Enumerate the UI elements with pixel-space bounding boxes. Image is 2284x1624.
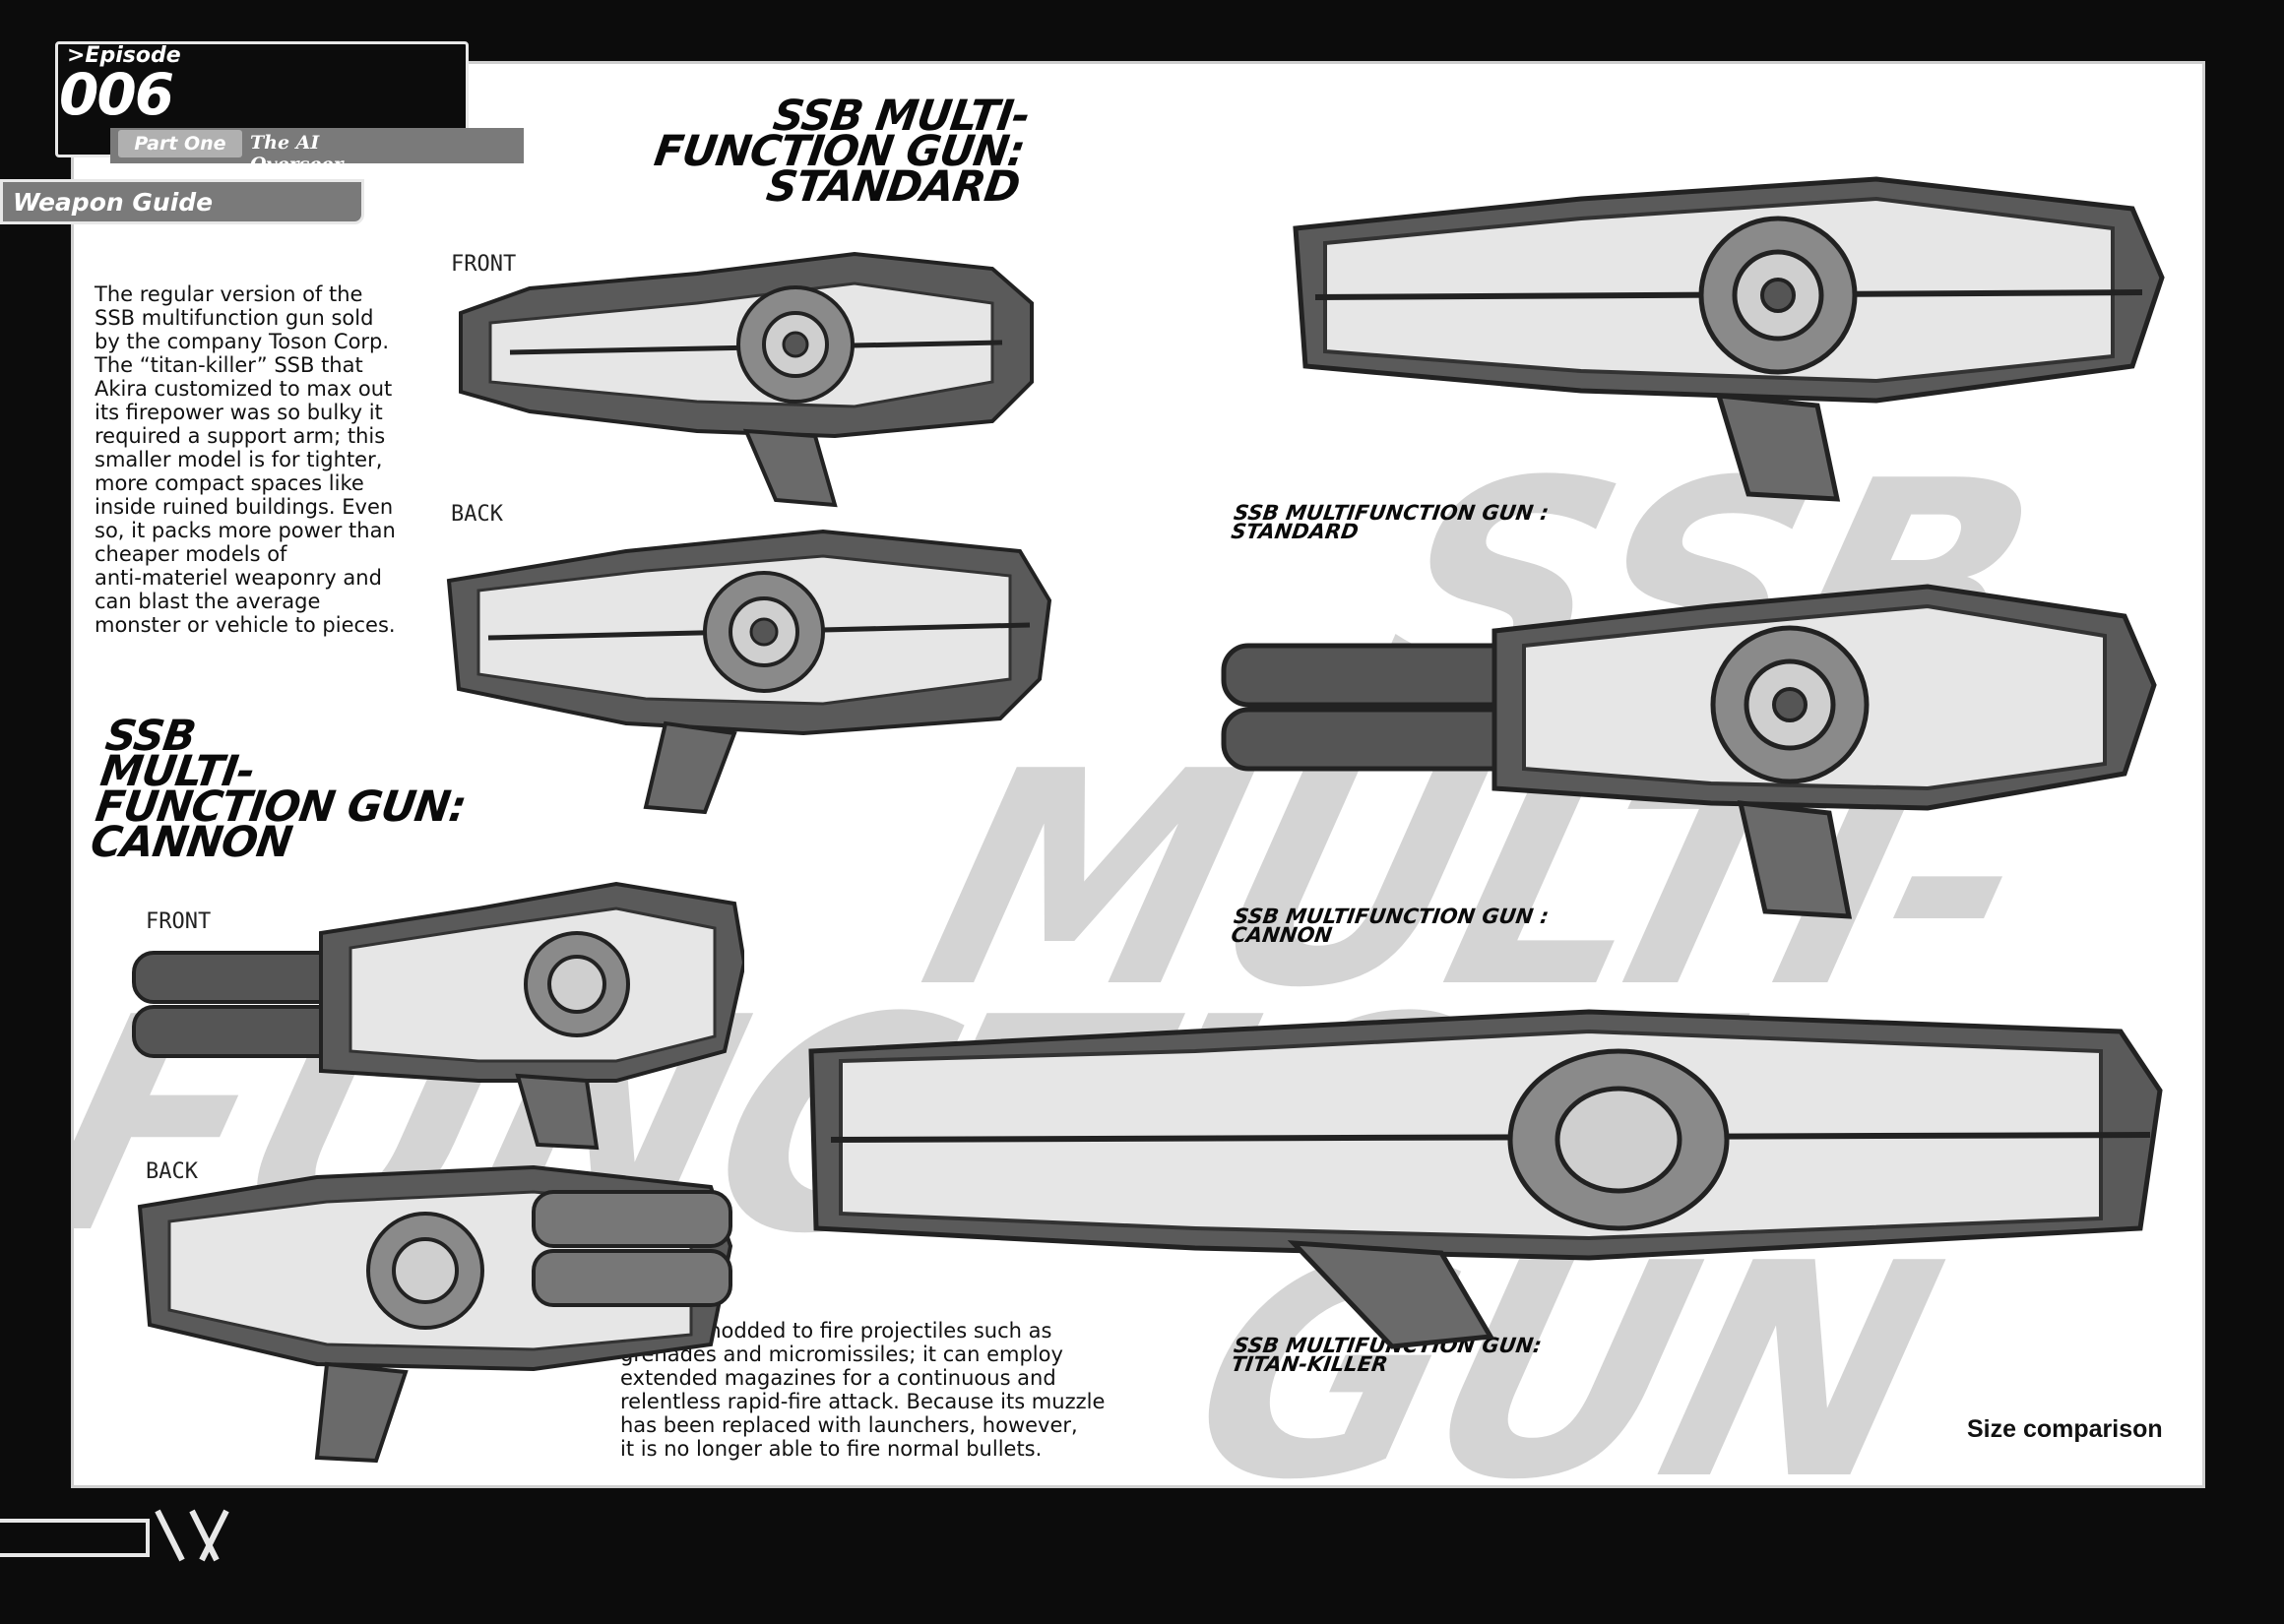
standard-front-label: FRONT (451, 252, 517, 277)
cannon-desc-line: it is no longer able to fire normal bull… (620, 1437, 1043, 1461)
part-title: The AI Overseer (250, 132, 344, 175)
standard-desc-line: monster or vehicle to pieces. (95, 613, 396, 637)
standard-back-label: BACK (451, 502, 503, 527)
weapon-guide-bar: Weapon Guide (0, 179, 364, 224)
episode-number: 006 (59, 61, 174, 128)
standard-desc-line: The regular version of the (95, 282, 363, 306)
standard-desc-line: smaller model is for tighter, (95, 448, 383, 471)
episode-label: >Episode (67, 43, 181, 68)
caption-cannon-line-2: CANNON (1230, 923, 1334, 947)
section-label: Weapon Guide (13, 188, 214, 217)
comparison-titan-killer-gun-image (808, 1009, 2163, 1349)
cannon-back-label: BACK (146, 1159, 198, 1184)
comparison-cannon-gun-image (1221, 584, 2157, 919)
cannon-desc-line: has been replaced with launchers, howeve… (620, 1413, 1078, 1437)
cannon-title: SSB MULTI- FUNCTION GUN: CANNON (88, 712, 477, 867)
standard-title: SSB MULTI- FUNCTION GUN: STANDARD (603, 92, 1032, 212)
standard-desc-line: inside ruined buildings. Even (95, 495, 394, 519)
standard-description: The regular version of the SSB multifunc… (95, 282, 396, 637)
cannon-back-gun-image (137, 1164, 733, 1464)
standard-desc-line: Akira customized to max out (95, 377, 393, 401)
standard-desc-line: its firepower was so bulky it (95, 401, 383, 424)
cannon-front-gun-image (132, 881, 744, 1151)
size-comparison-label: Size comparison (1967, 1415, 2163, 1443)
series-logo-icon (0, 1509, 229, 1562)
standard-desc-line: cheaper models of (95, 542, 287, 566)
caption-standard: SSB MULTIFUNCTION GUN : STANDARD (1230, 501, 1551, 543)
standard-desc-line: by the company Toson Corp. (95, 330, 390, 353)
comparison-standard-gun-image (1293, 176, 2165, 502)
standard-desc-line: The “titan-killer” SSB that (95, 353, 363, 377)
standard-desc-line: more compact spaces like (95, 471, 364, 495)
standard-desc-line: SSB multifunction gun sold (95, 306, 374, 330)
standard-desc-line: so, it packs more power than (95, 519, 396, 542)
cannon-front-label: FRONT (146, 909, 212, 934)
caption-standard-line-2: STANDARD (1230, 520, 1361, 543)
cannon-desc-line: relentless rapid-fire attack. Because it… (620, 1390, 1106, 1413)
standard-desc-line: anti-materiel weaponry and (95, 566, 382, 590)
part-label: Part One (118, 130, 242, 157)
standard-back-gun-image (446, 529, 1052, 815)
cannon-desc-line: extended magazines for a continuous and (620, 1366, 1056, 1390)
standard-front-gun-image (459, 251, 1034, 508)
standard-desc-line: required a support arm; this (95, 424, 386, 448)
standard-desc-line: can blast the average (95, 590, 321, 613)
